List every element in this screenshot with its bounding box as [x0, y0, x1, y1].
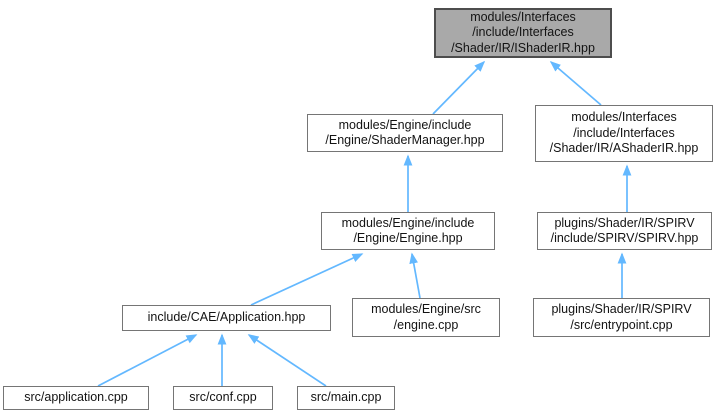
node-label-line: /include/SPIRV/SPIRV.hpp [550, 231, 699, 245]
node-label-line: src/conf.cpp [189, 390, 257, 405]
node-label-line: /Engine/ShaderManager.hpp [325, 133, 485, 147]
graph-node-spirv-hpp[interactable]: plugins/Shader/IR/SPIRV /include/SPIRV/S… [537, 212, 712, 250]
graph-node-conf-cpp[interactable]: src/conf.cpp [173, 386, 273, 410]
node-label-line: /Engine/Engine.hpp [353, 231, 463, 245]
node-label-line: modules/Engine/include [338, 117, 472, 132]
node-label-line: src/application.cpp [24, 390, 128, 405]
node-label-line: plugins/Shader/IR/SPIRV [551, 302, 692, 316]
node-label-line: /Shader/IR/AShaderIR.hpp [549, 141, 699, 156]
node-label-line: modules/Interfaces [571, 110, 677, 125]
edge-engine_cpp-to-Engine_hpp [409, 252, 421, 299]
graph-node-main-cpp[interactable]: src/main.cpp [297, 386, 395, 410]
graph-node-application-cpp[interactable]: src/application.cpp [3, 386, 149, 410]
node-label-line: /engine.cpp [393, 317, 459, 332]
graph-node-entrypoint-cpp[interactable]: plugins/Shader/IR/SPIRV /src/entrypoint.… [533, 298, 710, 337]
edge-application_cpp-to-Application_hpp [97, 334, 198, 387]
node-label-line: include/CAE/Application.hpp [147, 310, 306, 325]
edge-ShaderManager_hpp-to-IShaderIR_hpp [432, 60, 486, 115]
node-label-line: src/main.cpp [310, 390, 382, 405]
edge-main_cpp-to-Application_hpp [247, 334, 327, 387]
graph-node-engine-hpp[interactable]: modules/Engine/include /Engine/Engine.hp… [321, 212, 495, 250]
node-label-line: plugins/Shader/IR/SPIRV [554, 215, 695, 230]
node-label-line: /Shader/IR/IShaderIR.hpp [451, 40, 595, 55]
graph-node-engine-cpp[interactable]: modules/Engine/src /engine.cpp [352, 298, 500, 337]
graph-node-ishaderir-hpp[interactable]: modules/Interfaces /include/Interfaces /… [434, 8, 612, 58]
edge-AShaderIR_hpp-to-IShaderIR_hpp [549, 60, 602, 106]
node-label-line: /src/entrypoint.cpp [570, 317, 673, 332]
edge-Application_hpp-to-Engine_hpp [250, 253, 364, 306]
node-label-line: /include/Interfaces [472, 25, 574, 40]
graph-node-ashaderir-hpp[interactable]: modules/Interfaces /include/Interfaces /… [535, 105, 713, 162]
graph-node-application-hpp[interactable]: include/CAE/Application.hpp [122, 305, 331, 331]
node-label-line: modules/Interfaces [470, 9, 576, 24]
graph-node-shadermanager-hpp[interactable]: modules/Engine/include /Engine/ShaderMan… [307, 114, 503, 152]
node-label-line: modules/Engine/src [371, 302, 481, 316]
node-label-line: /include/Interfaces [573, 125, 675, 140]
node-label-line: modules/Engine/include [341, 215, 475, 230]
